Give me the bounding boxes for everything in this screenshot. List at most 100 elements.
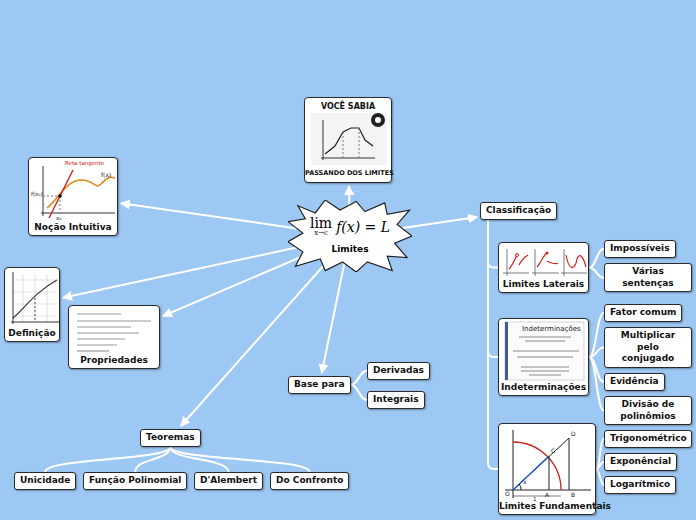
topic-label: Base para [294, 379, 345, 389]
topic-label: Evidência [610, 376, 659, 386]
limit-expression: f(x) = L [336, 219, 390, 235]
connector [596, 462, 604, 469]
connector [351, 385, 367, 400]
connector [488, 220, 498, 469]
topic-box: Teoremas [140, 429, 201, 447]
figure-label: C [551, 448, 555, 454]
limit-operator: limx→c [310, 216, 332, 238]
topic-label: Do Confronto [276, 475, 343, 485]
topic-label: Função Polinomial [89, 475, 181, 485]
unit-circle-picture [499, 424, 597, 502]
starburst-outline [288, 200, 412, 272]
figure-label: f(x₀) [31, 192, 43, 198]
topic-label: Impossíveis [610, 243, 670, 253]
figure-label: D [571, 431, 576, 437]
node-caption: Indeterminações [499, 382, 588, 392]
topic-label: Teoremas [146, 432, 195, 442]
tangent-picture [29, 158, 119, 223]
limit-symbol: lim [310, 216, 332, 230]
connector [589, 357, 604, 411]
picture-box: Propriedades [68, 305, 160, 369]
figure-label: 1 [533, 497, 537, 503]
connector [181, 260, 329, 426]
formula-block: limx→cf(x) = LLimites [288, 216, 412, 254]
topic-box: Multiplicar pelo conjugado [604, 327, 692, 368]
picture-box: Definição [4, 267, 60, 342]
figure-label: B [571, 492, 575, 498]
topic-box: Impossíveis [604, 240, 676, 258]
figure-label: Reta tangente [65, 161, 104, 167]
topic-label: Classificação [486, 205, 551, 215]
figure-label: Indeterminações [522, 326, 581, 333]
connector [135, 447, 170, 472]
figure-label: O [505, 491, 510, 497]
connector [163, 257, 302, 316]
graph-picture [5, 268, 61, 329]
connector [596, 439, 604, 469]
picture-box: Noção Intuitiva Reta tangente f(x) f(x₀) x₀ [28, 157, 118, 236]
node-caption: Limites Fundamentais [499, 501, 595, 511]
topic-box: D'Alembert [194, 472, 263, 490]
topic-label: Exponêncial [610, 456, 671, 466]
topic-box: Evidência [604, 373, 665, 391]
connector [322, 260, 345, 373]
connector [45, 447, 170, 472]
node-caption: VOCÊ SABIA [305, 102, 391, 111]
connector [589, 348, 604, 357]
node-caption: PASSANDO DOS LIMITES [305, 169, 391, 177]
formula-row: limx→cf(x) = L [310, 216, 390, 238]
topic-label: Divisão de polinômios [620, 399, 675, 421]
node-caption: Noção Intuitiva [29, 222, 117, 232]
center-starburst: limx→cf(x) = LLimites [288, 200, 412, 272]
side-limits-picture [499, 243, 590, 280]
node-title: Limites [331, 244, 368, 254]
topic-box: Integrais [367, 391, 425, 409]
topic-box: Trigonométrico [604, 430, 692, 448]
connector [589, 249, 604, 268]
connector [398, 217, 477, 229]
figure-label: f(x) [101, 172, 111, 178]
topic-box: Do Confronto [270, 472, 349, 490]
connector [488, 220, 498, 357]
node-caption: Limites Laterais [499, 279, 588, 289]
connector [488, 220, 498, 268]
connector [351, 371, 367, 385]
topic-label: Multiplicar pelo conjugado [621, 330, 675, 363]
connector [596, 469, 604, 485]
topic-box: Logarítmico [604, 476, 676, 494]
topic-box: Derivadas [367, 362, 430, 380]
topic-box: Várias sentenças [604, 263, 692, 292]
topic-label: Derivadas [373, 365, 424, 375]
figure-label: x [523, 479, 527, 485]
topic-box: Divisão de polinômios [604, 396, 692, 425]
topic-box: Base para [288, 376, 351, 394]
node-caption: Definição [5, 328, 59, 338]
topic-label: Várias sentenças [622, 266, 673, 288]
rules-picture [69, 306, 161, 356]
topic-label: D'Alembert [200, 475, 257, 485]
connector [121, 203, 302, 229]
picture-box: Limites Laterais [498, 242, 589, 293]
connector [170, 447, 309, 472]
topic-label: Fator comum [610, 307, 676, 317]
limit-subscript: x→c [314, 230, 328, 238]
connector [589, 268, 604, 278]
topic-box: Classificação [480, 202, 557, 220]
figure-label: x₀ [56, 216, 61, 222]
topic-box: Unicidade [14, 472, 76, 490]
connector [589, 313, 604, 357]
topic-label: Trigonométrico [610, 433, 687, 443]
picture-box: IndeterminaçõesIndeterminações [498, 318, 589, 396]
figure-label: A [545, 492, 549, 498]
topic-label: Unicidade [20, 475, 70, 485]
picture-box: Limites Fundamentais D C B A Ox 1 [498, 423, 596, 515]
topic-box: Exponêncial [604, 453, 677, 471]
node-caption: Propriedades [69, 355, 159, 365]
connector [170, 447, 228, 472]
topic-label: Integrais [373, 394, 419, 404]
topic-box: Fator comum [604, 304, 682, 322]
picture-box: VOCÊ SABIA PASSANDO DOS LIMITES [304, 97, 392, 183]
topic-label: Logarítmico [610, 479, 670, 489]
topic-box: Função Polinomial [83, 472, 187, 490]
